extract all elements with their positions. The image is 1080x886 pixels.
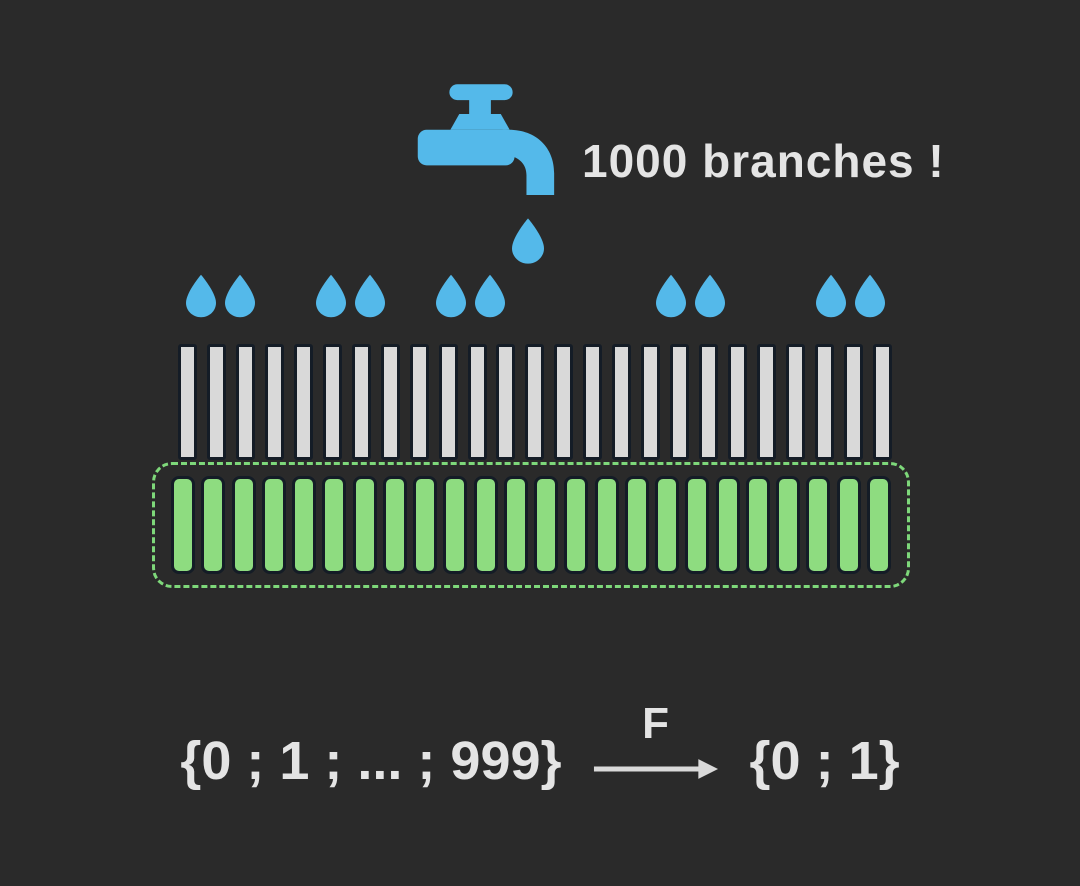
drop-pair	[816, 272, 885, 320]
branches-label: 1000 branches !	[582, 135, 945, 187]
green-cell	[382, 476, 407, 574]
gray-bar	[554, 344, 574, 460]
green-cell	[261, 476, 286, 574]
drop-pair	[186, 272, 255, 320]
green-cell	[655, 476, 679, 574]
gray-bars-row	[178, 344, 892, 460]
gray-bar	[814, 344, 834, 460]
green-cell	[745, 476, 770, 574]
green-cell	[231, 476, 256, 574]
gray-bar	[699, 344, 719, 460]
gray-bar	[438, 344, 458, 460]
mapping-equation: {0 ; 1 ; ... ; 999} F {0 ; 1}	[0, 676, 1080, 806]
gray-bar	[786, 344, 806, 460]
gray-bar	[264, 344, 284, 460]
green-cell	[473, 476, 498, 574]
gray-bar	[757, 344, 777, 460]
function-arrow-block: F	[592, 702, 720, 806]
green-cell	[685, 476, 710, 574]
green-cell	[201, 476, 226, 574]
function-label: F	[642, 699, 669, 748]
gray-bar	[467, 344, 487, 460]
green-cell	[171, 476, 195, 574]
gray-bar	[178, 344, 197, 460]
drops-row	[0, 272, 1080, 326]
gray-bar	[409, 344, 429, 460]
gray-bar	[872, 344, 892, 460]
codomain-set: {0 ; 1}	[749, 731, 900, 791]
gray-bar	[612, 344, 632, 460]
green-cell	[352, 476, 377, 574]
green-cell	[564, 476, 589, 574]
water-drop-icon	[186, 272, 216, 320]
green-cell	[624, 476, 649, 574]
gray-bar	[235, 344, 255, 460]
gray-bar	[728, 344, 748, 460]
water-drop-icon	[816, 272, 846, 320]
green-cell	[594, 476, 619, 574]
gray-bar	[206, 344, 226, 460]
water-drop-icon	[436, 272, 466, 320]
gray-bar	[496, 344, 516, 460]
faucet-icon	[417, 84, 555, 195]
water-drop-icon	[225, 272, 255, 320]
gray-bar	[641, 344, 661, 460]
green-cell	[534, 476, 558, 574]
green-cell	[806, 476, 831, 574]
green-cell	[836, 476, 861, 574]
gray-bar	[670, 344, 690, 460]
green-cell	[866, 476, 891, 574]
water-drop-icon	[316, 272, 346, 320]
water-drop-icon	[695, 272, 725, 320]
drop-pair	[436, 272, 505, 320]
drop-pair	[316, 272, 385, 320]
gray-bar	[380, 344, 400, 460]
gray-bar	[322, 344, 342, 460]
arrow-icon	[593, 759, 718, 779]
gray-bar	[351, 344, 371, 460]
green-cell	[715, 476, 740, 574]
gray-bar	[525, 344, 545, 460]
gray-bar	[293, 344, 313, 460]
water-drop-icon	[656, 272, 686, 320]
water-drop-icon	[355, 272, 385, 320]
water-drop-icon	[512, 218, 544, 264]
drop-pair	[656, 272, 725, 320]
green-cell	[776, 476, 800, 574]
gray-bar	[843, 344, 863, 460]
green-cell	[413, 476, 437, 574]
green-cells-box	[152, 462, 910, 588]
green-cell	[503, 476, 528, 574]
water-drop-icon	[475, 272, 505, 320]
domain-set: {0 ; 1 ; ... ; 999}	[180, 731, 562, 791]
green-cell	[322, 476, 347, 574]
green-cell	[443, 476, 468, 574]
water-drop-icon	[855, 272, 885, 320]
gray-bar	[583, 344, 603, 460]
green-cell	[292, 476, 316, 574]
